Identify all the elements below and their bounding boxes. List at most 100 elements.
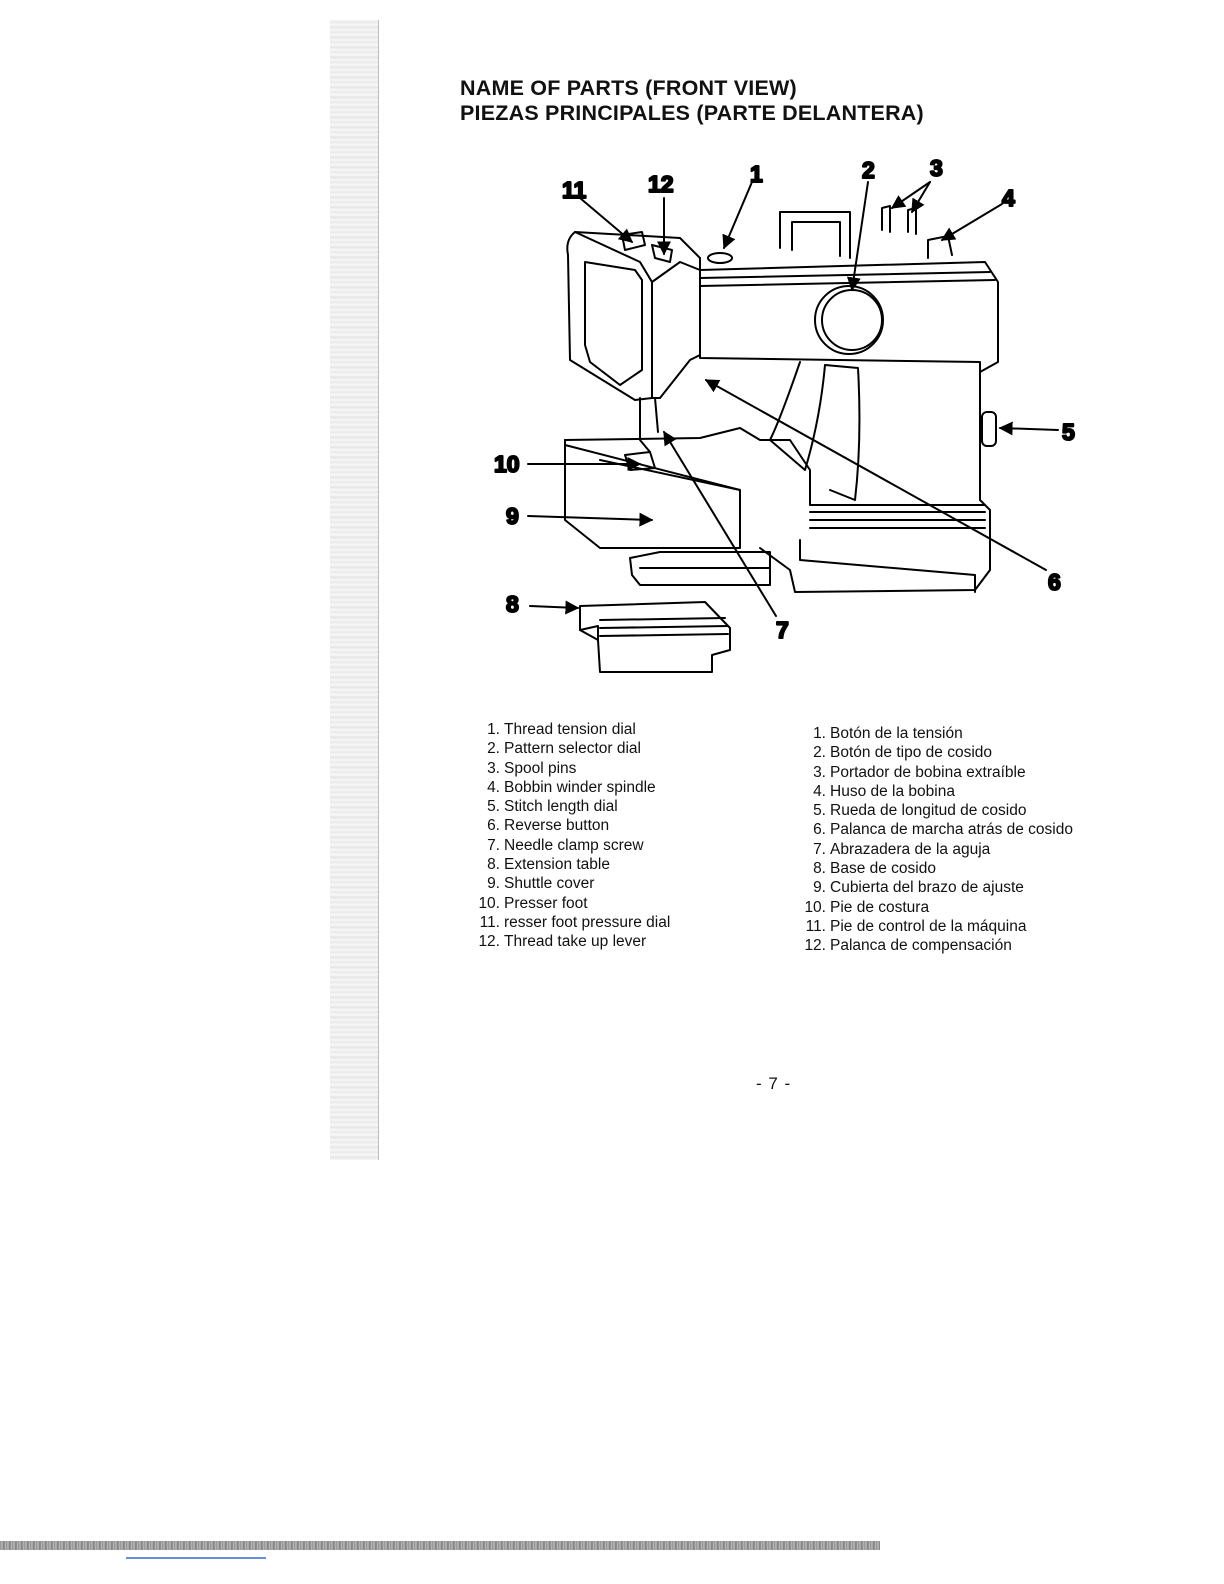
parts-list-english: 1.Thread tension dial 2.Pattern selector…	[470, 720, 670, 952]
list-item: 7.Abrazadera de la aguja	[796, 840, 1073, 859]
item-label: Botón de tipo de cosido	[830, 744, 993, 762]
leader-7	[663, 430, 777, 617]
scan-edge-strip	[0, 1541, 880, 1550]
list-item: 8.Extension table	[470, 855, 670, 874]
item-label: Portador de bobina extraíble	[830, 763, 1026, 781]
list-item: 2.Botón de tipo de cosido	[796, 743, 1073, 762]
stitch-length-dial	[981, 411, 997, 447]
item-number: 1.	[813, 725, 826, 742]
item-label: Bobbin winder spindle	[504, 778, 656, 796]
list-item: 8.Base de cosido	[796, 859, 1073, 878]
item-number: 5.	[487, 798, 500, 816]
free-arm-front	[564, 439, 741, 549]
leader-11	[579, 197, 634, 243]
list-item: 6.Reverse button	[470, 816, 670, 835]
pattern-selector-dial	[814, 285, 884, 355]
item-number: 9.	[487, 875, 500, 893]
item-label: Pattern selector dial	[504, 740, 641, 758]
item-number: 6.	[487, 817, 500, 835]
list-item: 9.Shuttle cover	[470, 874, 670, 893]
list-item: 3.Spool pins	[470, 759, 670, 778]
callout-11: 11	[562, 177, 587, 203]
callout-9: 9	[506, 503, 519, 529]
list-item: 11.resser foot pressure dial	[470, 913, 671, 932]
list-item: 9.Cubierta del brazo de ajuste	[796, 878, 1073, 897]
list-item: 3.Portador de bobina extraíble	[796, 763, 1073, 782]
item-label: Pie de control de la máquina	[830, 917, 1027, 935]
machine-head	[566, 231, 653, 401]
callout-leaders	[527, 181, 1059, 617]
leader-9	[527, 512, 654, 527]
item-number: 10.	[478, 894, 500, 912]
item-number: 3.	[813, 763, 826, 781]
machine-body-outline	[699, 269, 991, 593]
item-number: 8.	[813, 860, 826, 878]
pressure-dial	[621, 231, 646, 251]
callout-7: 7	[776, 617, 789, 643]
sewing-machine-diagram: 1 2 3 4 5 6 7 8 9 10 11 12	[493, 154, 1076, 673]
machine-illustration	[564, 205, 999, 673]
list-item: 2.Pattern selector dial	[470, 739, 670, 758]
list-item: 7.Needle clamp screw	[470, 836, 670, 855]
list-item: 4.Bobbin winder spindle	[470, 778, 670, 797]
item-label: Base de cosido	[830, 860, 936, 878]
leader-3b	[911, 181, 931, 214]
item-number: 4.	[813, 782, 826, 800]
item-number: 2.	[813, 744, 826, 762]
list-item: 5.Stitch length dial	[470, 797, 670, 816]
list-item: 5.Rueda de longitud de cosido	[796, 801, 1073, 820]
face-plate	[584, 261, 643, 386]
item-label: Extension table	[504, 856, 610, 874]
item-label: Abrazadera de la aguja	[830, 840, 991, 858]
leader-3a	[890, 181, 931, 209]
item-number: 7.	[487, 836, 500, 854]
callout-1: 1	[750, 161, 763, 187]
item-label: Stitch length dial	[504, 798, 618, 816]
callout-12: 12	[648, 171, 674, 197]
item-number: 11.	[805, 917, 826, 935]
page-number: - 7 -	[756, 1074, 792, 1093]
list-item: 6.Palanca de marcha atrás de cosido	[796, 820, 1073, 839]
callout-6: 6	[1048, 569, 1061, 595]
top-stripe	[699, 271, 991, 279]
leader-5	[998, 421, 1059, 436]
machine-top-cover	[574, 231, 999, 373]
item-label: Thread take up lever	[504, 933, 647, 951]
list-item: 12.Palanca de compensación	[796, 936, 1073, 955]
list-item: 10.Presser foot	[470, 894, 670, 913]
item-number: 9.	[813, 879, 826, 897]
item-label: resser foot pressure dial	[504, 913, 671, 931]
list-item: 11.Pie de control de la máquina	[796, 917, 1073, 936]
spool-pin-left	[881, 205, 891, 233]
bobbin-winder	[927, 235, 953, 259]
callout-8: 8	[506, 591, 519, 617]
list-item: 10.Pie de costura	[796, 898, 1073, 917]
item-number: 6.	[813, 821, 826, 839]
item-label: Palanca de compensación	[830, 937, 1012, 955]
item-number: 12.	[478, 933, 500, 951]
callout-numbers: 1 2 3 4 5 6 7 8 9 10 11 12	[493, 154, 1076, 644]
leader-2	[846, 181, 869, 292]
item-label: Shuttle cover	[504, 875, 595, 893]
item-number: 8.	[487, 856, 500, 874]
list-item: 1.Thread tension dial	[470, 720, 670, 739]
free-arm	[564, 427, 986, 506]
carry-handle-inner	[791, 221, 841, 257]
item-label: Rueda de longitud de cosido	[830, 802, 1027, 820]
item-number: 11.	[479, 913, 500, 931]
list-item: 4.Huso de la bobina	[796, 782, 1073, 801]
item-label: Botón de la tensión	[830, 725, 963, 742]
page-title-english: NAME OF PARTS (FRONT VIEW)	[460, 76, 797, 100]
item-number: 12.	[804, 937, 826, 955]
item-number: 10.	[804, 898, 826, 916]
needle-bar	[639, 397, 651, 453]
item-number: 2.	[487, 740, 500, 758]
binding-edge	[378, 20, 379, 1160]
item-number: 3.	[487, 759, 500, 777]
item-label: Pie de costura	[830, 898, 930, 916]
extension-table-shape	[579, 601, 731, 673]
callout-5: 5	[1062, 419, 1075, 445]
callout-3: 3	[930, 155, 943, 181]
item-label: Palanca de marcha atrás de cosido	[830, 821, 1073, 839]
list-item: 1.Botón de la tensión	[796, 724, 1073, 743]
